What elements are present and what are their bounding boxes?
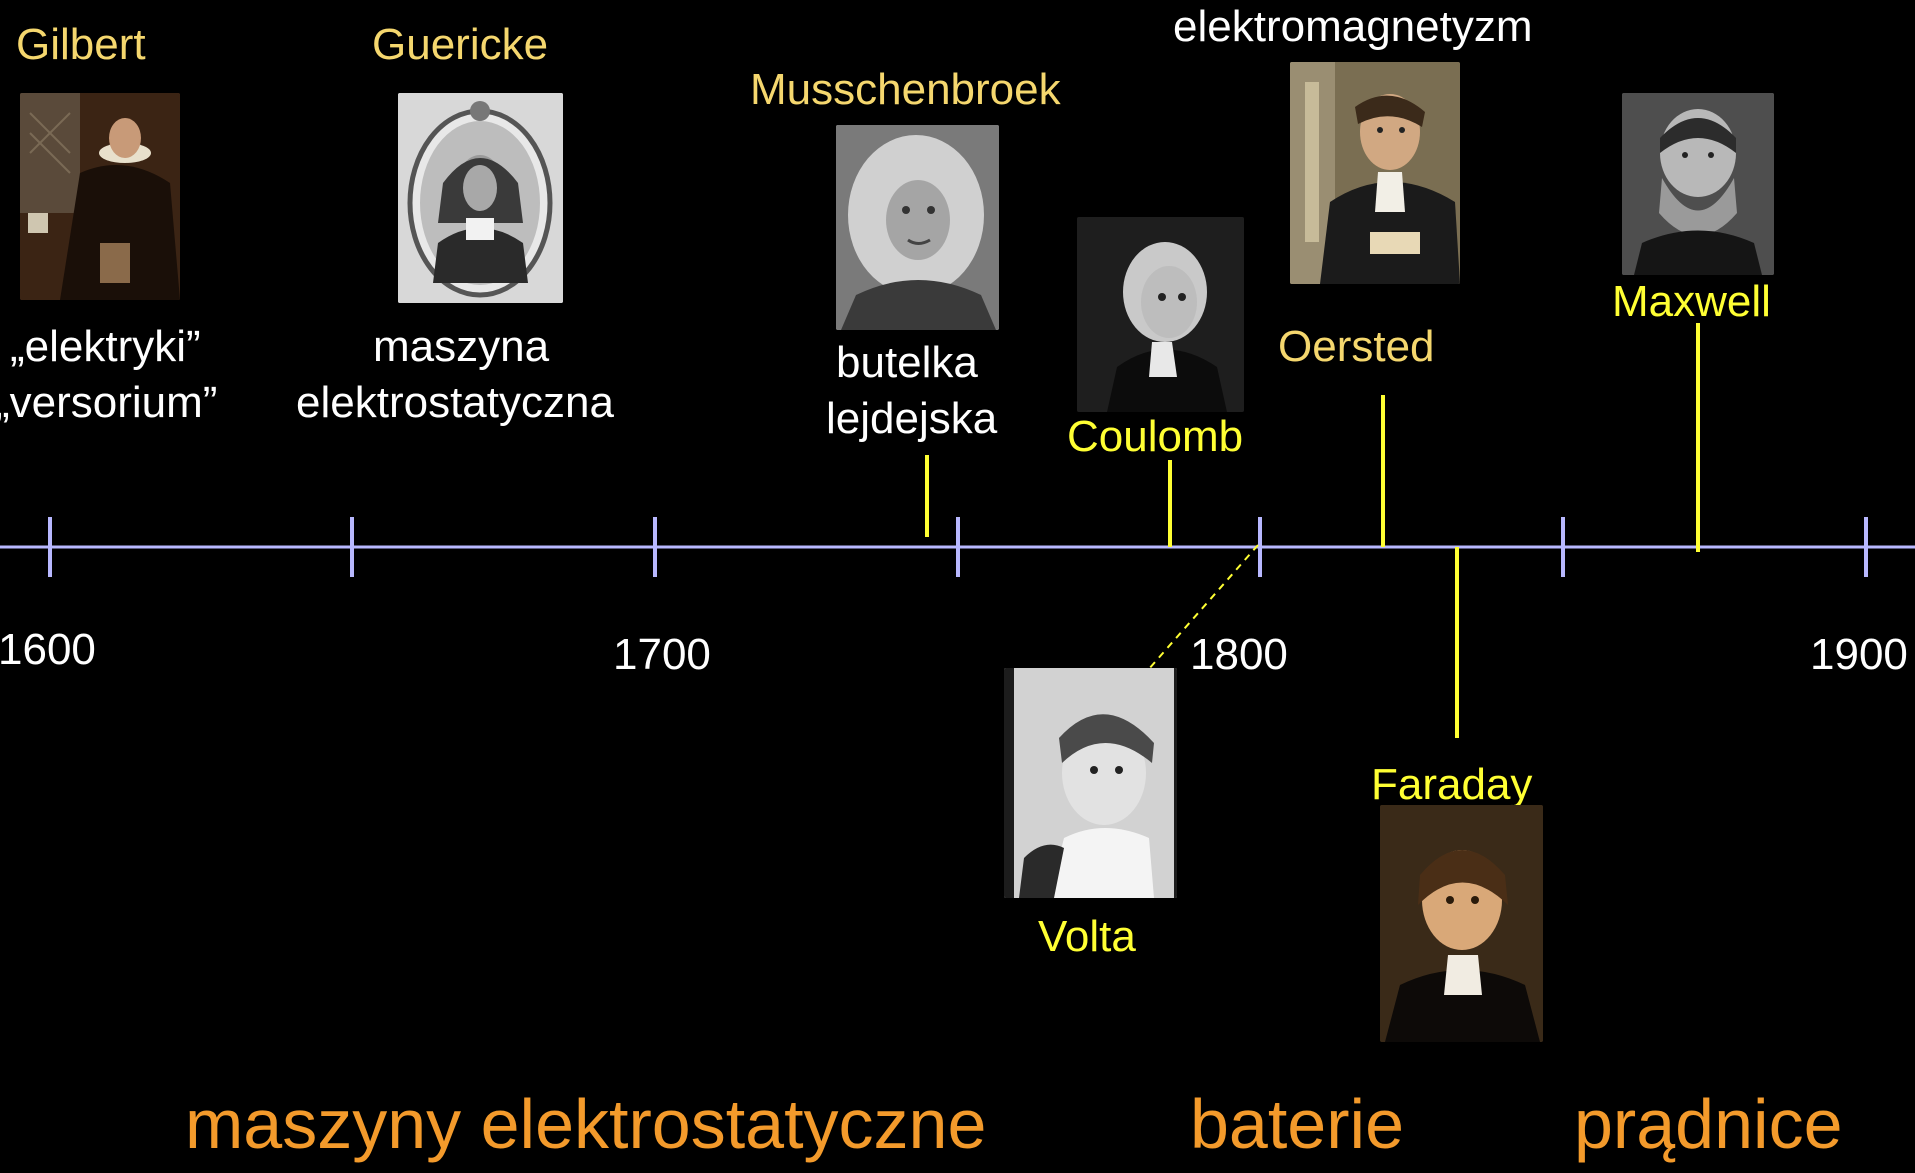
year-label-1900: 1900 (1810, 630, 1908, 679)
musschenbroek-desc-line1: butelka (836, 338, 978, 387)
era-electrostatic-machines: maszyny elektrostatyczne (185, 1085, 986, 1163)
guericke-portrait-image (398, 93, 563, 303)
gilbert-name: Gilbert (16, 20, 146, 69)
gilbert-portrait (20, 93, 180, 300)
musschenbroek-name: Musschenbroek (750, 65, 1061, 114)
maxwell-name: Maxwell (1612, 277, 1771, 326)
maxwell-portrait (1622, 93, 1774, 275)
coulomb-portrait-image (1077, 217, 1244, 412)
oersted-portrait-image (1290, 62, 1460, 284)
coulomb-name: Coulomb (1067, 412, 1243, 461)
oersted-portrait (1290, 62, 1460, 284)
oersted-name: Oersted (1278, 322, 1435, 371)
musschenbroek-portrait-image (836, 125, 999, 330)
guericke-name: Guericke (372, 20, 548, 69)
coulomb-portrait (1077, 217, 1244, 412)
gilbert-desc-line1: „elektryki” (10, 322, 201, 371)
maxwell-portrait-image (1622, 93, 1774, 275)
era-batteries: baterie (1190, 1085, 1404, 1163)
year-label-1700: 1700 (613, 630, 711, 679)
musschenbroek-desc-line2: lejdejska (826, 394, 997, 443)
volta-portrait-image (1004, 668, 1177, 898)
guericke-desc-line2: elektrostatyczna (296, 378, 614, 427)
volta-portrait (1004, 668, 1177, 898)
musschenbroek-portrait (836, 125, 999, 330)
year-label-1800: 1800 (1190, 630, 1288, 679)
volta-name: Volta (1038, 912, 1136, 961)
faraday-portrait (1380, 805, 1543, 1042)
faraday-name: Faraday (1371, 760, 1532, 809)
faraday-portrait-image (1380, 805, 1543, 1042)
guericke-portrait (398, 93, 563, 303)
gilbert-portrait-image (20, 93, 180, 300)
year-label-1600: 1600 (0, 625, 96, 674)
guericke-desc-line1: maszyna (373, 322, 549, 371)
oersted-desc: elektromagnetyzm (1173, 2, 1532, 51)
era-generators: prądnice (1574, 1085, 1843, 1163)
gilbert-desc-line2: „versorium” (0, 378, 217, 427)
